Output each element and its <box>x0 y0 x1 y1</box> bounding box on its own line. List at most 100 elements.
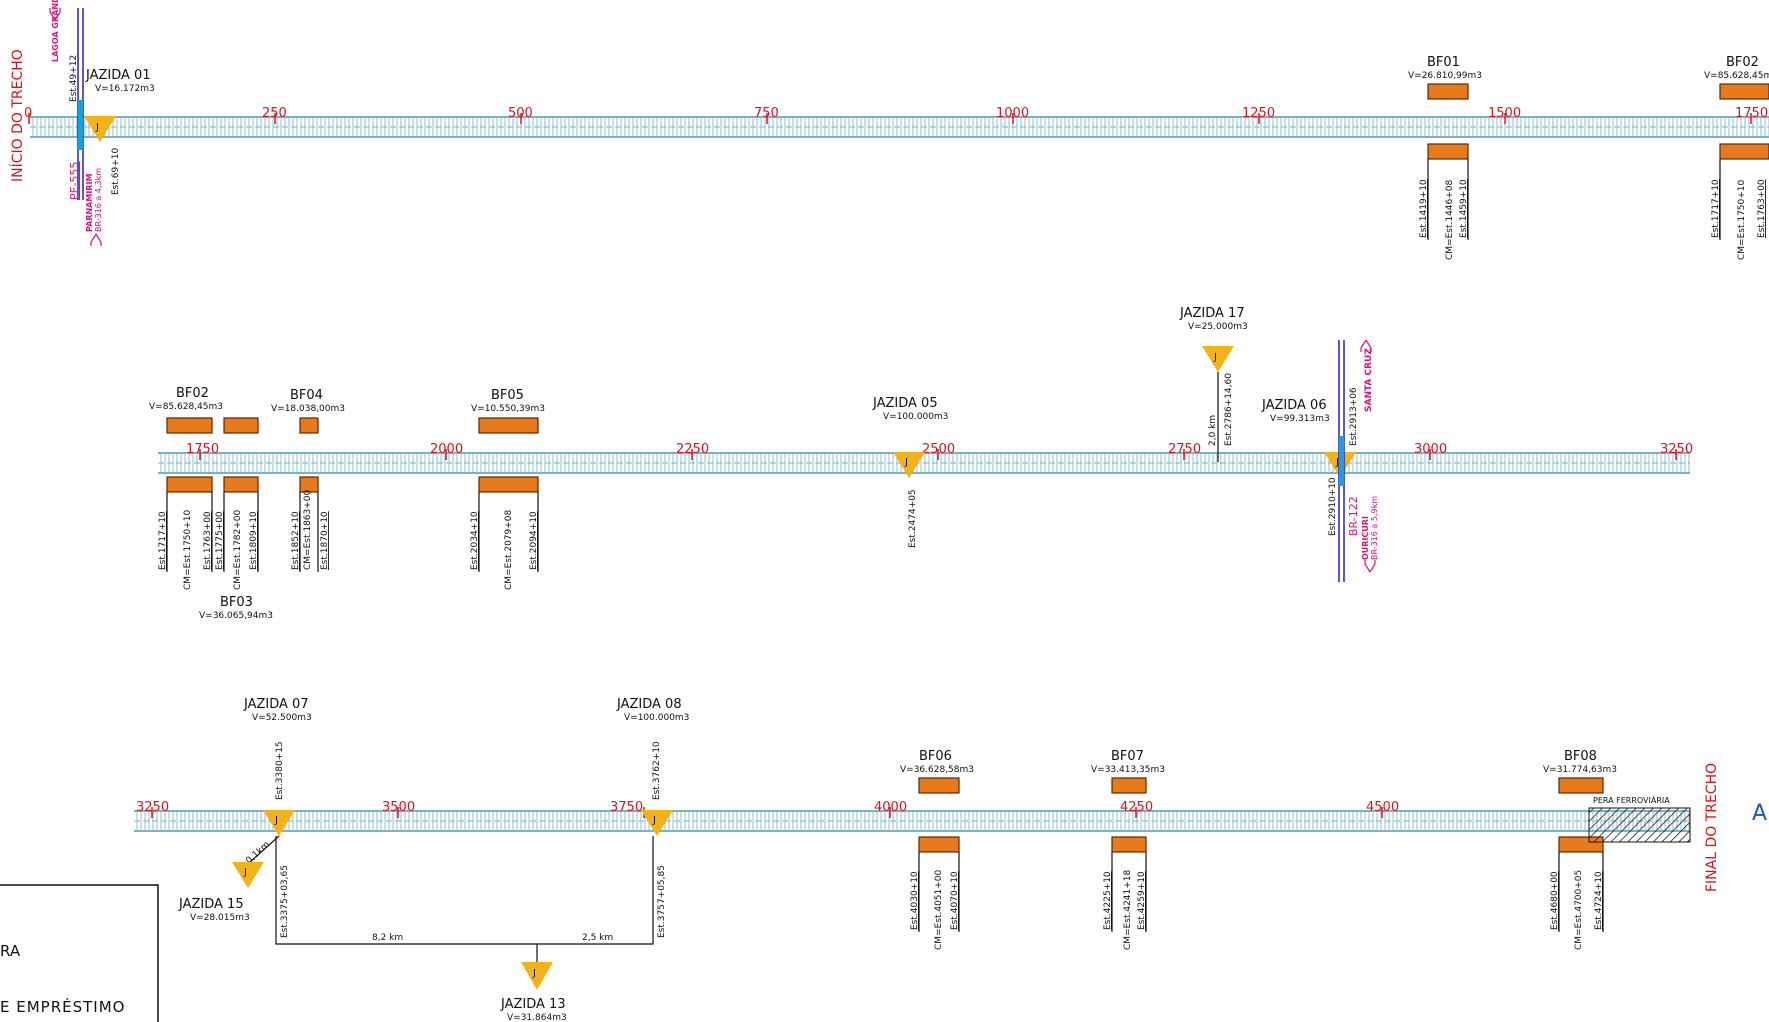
jazida-name: JAZIDA 07 <box>243 697 309 712</box>
jazida-15[interactable]: 0,1km J JAZIDA 15 V=28.015m3 <box>178 835 280 923</box>
station-label: Est.1775+00 <box>215 511 225 570</box>
borrow-name: BF07 <box>1111 749 1144 764</box>
station-label: Est.2474+05 <box>908 489 918 548</box>
borrow-bar-bottom <box>166 476 213 493</box>
track-row-3 <box>134 810 1690 832</box>
borrow-volume: V=10.550,39m3 <box>471 404 545 414</box>
jazida-mark: J <box>904 457 908 468</box>
borrow-bar-bottom <box>299 476 319 493</box>
borrow-bar-bottom <box>1111 836 1147 853</box>
borrow-volume: V=31.774,63m3 <box>1543 765 1617 775</box>
borrow-bar-top <box>1558 777 1604 794</box>
tick-label: 1000 <box>996 106 1029 121</box>
jazida-13[interactable]: 8,2 km 2,5 km J JAZIDA 13 V=31.864m3 <box>275 836 654 1022</box>
tick-label: 1250 <box>1242 106 1275 121</box>
tick-label: 2250 <box>676 442 709 457</box>
road-up-label: SANTA CRUZ <box>1364 348 1374 412</box>
tick: 3250 <box>1660 442 1693 460</box>
tick-label: 3500 <box>382 800 415 815</box>
jazida-mark: J <box>652 815 656 826</box>
jazida-volume: V=99.313m3 <box>1270 414 1330 424</box>
jazida-triangle-icon <box>263 810 295 836</box>
borrow-bf03[interactable]: Est.1775+00 CM=Est.1782+00 Est.1809+10 B… <box>199 417 273 621</box>
row-3: 3250 3500 3750 4000 4250 4500 JAZIDA 07 … <box>134 697 1767 1022</box>
station-label: Est.1717+10 <box>1711 179 1721 238</box>
borrow-bf05[interactable]: BF05 V=10.550,39m3 Est.2034+10 CM=Est.20… <box>470 388 545 590</box>
borrow-volume: V=36.065,94m3 <box>199 611 273 621</box>
arrow-down-icon <box>1364 560 1376 573</box>
borrow-bf01[interactable]: BF01 V=26.810,99m3 Est.1419+10 CM=Est.14… <box>1408 55 1482 260</box>
jazida-name: JAZIDA 05 <box>872 396 938 411</box>
borrow-bf02[interactable]: BF02 V=85.628,45m3 Est.1717+10 CM=Est.17… <box>1704 55 1769 260</box>
station-label: Est.3375+03,65 <box>280 865 290 938</box>
station-label: Est.3762+10 <box>652 741 662 800</box>
jazida-triangle-icon <box>893 452 925 478</box>
distance-label: 2,0 km <box>1208 415 1218 446</box>
station-label: Est.69+10 <box>111 148 121 195</box>
jazida-01[interactable]: JAZIDA 01 V=16.172m3 J <box>84 68 155 142</box>
borrow-bar-top <box>1427 83 1469 100</box>
borrow-bar-top <box>166 417 213 434</box>
jazida-triangle-icon <box>1202 346 1234 372</box>
end-label: FINAL DO TRECHO <box>1704 763 1720 892</box>
station-label: Est.3757+05,85 <box>657 865 667 938</box>
tick-label: 1500 <box>1488 106 1521 121</box>
pera-label: PERA FERROVIÁRIA <box>1593 794 1670 805</box>
station-label: CM=Est.4051+00 <box>934 869 944 950</box>
row-2: 1750 2000 2250 2500 2750 3000 3250 BF02 … <box>149 306 1693 621</box>
borrow-bar-bottom <box>1427 143 1469 160</box>
tick-label: 1750 <box>186 442 219 457</box>
borrow-bar-top <box>1111 777 1147 794</box>
station-label: Est.4724+10 <box>1594 871 1604 930</box>
tick-label: 2000 <box>430 442 463 457</box>
borrow-bf04[interactable]: BF04 V=18.038,00m3 Est.1852+10 CM=Est.18… <box>271 388 345 572</box>
station-label: Est.1717+10 <box>158 511 168 570</box>
jazida-name: JAZIDA 08 <box>616 697 682 712</box>
station-label: Est.1763+00 <box>203 511 213 570</box>
arrow-up-icon <box>49 8 61 21</box>
borrow-bar-bottom <box>478 476 539 493</box>
road-up-label: LAGOA GRANDE <box>51 0 60 62</box>
borrow-bar-top <box>299 417 319 434</box>
station-label: CM=Est.1863+00 <box>303 489 313 570</box>
tick: 4250 <box>1120 800 1153 818</box>
borrow-bf06[interactable]: BF06 V=36.628,58m3 Est.4030+10 CM=Est.40… <box>900 749 974 950</box>
tick: 1500 <box>1488 106 1521 124</box>
borrow-bf02[interactable]: BF02 V=85.628,45m3 Est.1717+10 CM=Est.17… <box>149 386 223 590</box>
station-label: CM=Est.1446+08 <box>1445 179 1455 260</box>
road-down-sub: BR-316 a 4,3km <box>94 168 103 232</box>
station-label: Est.2913+06 <box>1349 387 1359 446</box>
jazida-triangle-icon <box>521 962 553 990</box>
borrow-bf07[interactable]: BF07 V=33.413,35m3 Est.4225+10 CM=Est.42… <box>1091 749 1165 950</box>
tick: 1250 <box>1242 106 1275 124</box>
station-label: Est.1419+10 <box>1419 179 1429 238</box>
legend-box: RA E EMPRÉSTIMO <box>0 884 159 1022</box>
road-down-label: OURICURI <box>1361 516 1370 560</box>
tick-label: 250 <box>262 106 287 121</box>
borrow-bar-bottom <box>223 476 259 493</box>
jazida-triangle-icon <box>641 810 673 836</box>
station-label: Est.2034+10 <box>470 511 480 570</box>
station-label: Est.1763+00 <box>1757 179 1767 238</box>
jazida-mark: J <box>243 867 247 878</box>
borrow-bar-top <box>1719 83 1769 100</box>
borrow-name: BF02 <box>1726 55 1759 70</box>
tick: 4500 <box>1366 800 1399 818</box>
jazida-08[interactable]: JAZIDA 08 V=100.000m3 Est.3762+10 J Est.… <box>616 697 689 938</box>
jazida-17[interactable]: JAZIDA 17 V=25.000m3 J 2,0 km Est.2786+1… <box>1179 306 1248 462</box>
borrow-name: BF02 <box>176 386 209 401</box>
jazida-mark: J <box>274 815 278 826</box>
station-label: Est.1809+10 <box>249 511 259 570</box>
jazida-07[interactable]: JAZIDA 07 V=52.500m3 Est.3380+15 J Est.3… <box>243 697 312 938</box>
tick-label: 500 <box>508 106 533 121</box>
jazida-05[interactable]: JAZIDA 05 V=100.000m3 J Est.2474+05 <box>872 396 948 548</box>
station-label: Est.4070+10 <box>950 871 960 930</box>
borrow-name: BF03 <box>220 595 253 610</box>
borrow-volume: V=33.413,35m3 <box>1091 765 1165 775</box>
road-down-label: PARNAMIRIM <box>85 174 94 232</box>
borrow-bf08[interactable]: BF08 V=31.774,63m3 Est.4680+00 CM=Est.47… <box>1543 749 1617 950</box>
tick: 3000 <box>1414 442 1447 460</box>
station-label: Est.2094+10 <box>529 511 539 570</box>
borrow-volume: V=18.038,00m3 <box>271 404 345 414</box>
ticks-row-1: 0 250 500 750 1000 1250 1500 1750 <box>24 106 1768 124</box>
